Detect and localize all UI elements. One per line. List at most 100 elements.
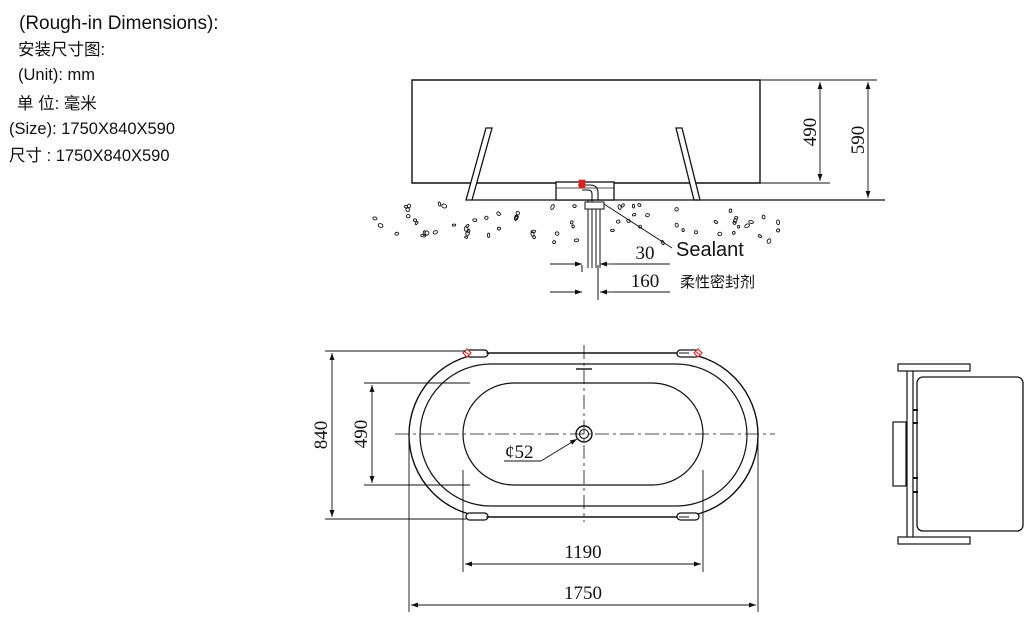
aggregate-pebble (728, 208, 733, 213)
drain-valve-marker (578, 179, 586, 189)
tub-leg-left (465, 127, 493, 201)
aggregate-pebble (451, 223, 457, 227)
elevation-dimensions (550, 79, 877, 295)
end-drain-box (892, 421, 907, 487)
plan-view (395, 345, 775, 522)
aggregate-pebble (515, 211, 520, 216)
dim-inner-height: 490 (800, 118, 821, 147)
aggregate-pebble (734, 216, 739, 220)
aggregate-pebble (737, 224, 741, 229)
aggregate-pebble (372, 216, 378, 221)
aggregate-pebble (776, 219, 781, 226)
aggregate-pebble (617, 204, 622, 210)
aggregate-pebble (693, 230, 699, 235)
aggregate-pebble (626, 218, 631, 223)
dim-drain-width: 160 (631, 271, 660, 292)
end-body (916, 376, 1024, 532)
drain-pipe (587, 200, 601, 268)
aggregate-pebble (550, 204, 555, 210)
aggregate-pebble (713, 219, 718, 225)
aggregate-pebble (496, 226, 502, 231)
aggregate-pebble (572, 204, 577, 208)
aggregate-pebble (660, 240, 665, 245)
aggregate-pebble (766, 238, 772, 244)
unit-cn: 单 位: 毫米 (17, 95, 97, 113)
aggregate-pebble (744, 223, 750, 229)
sealant-label-en: Sealant (676, 239, 744, 261)
aggregate-pebble (394, 231, 400, 236)
tub-inner-rim (419, 363, 748, 507)
aggregate-pebble (610, 228, 615, 232)
aggregate-pebble (621, 203, 625, 208)
title-cn: 安装尺寸图: (18, 41, 106, 59)
size-cn: 尺寸 : 1750X840X590 (9, 147, 170, 165)
drain-inner (578, 428, 590, 440)
unit-en: (Unit): mm (18, 66, 95, 84)
aggregate-pebble (681, 228, 685, 233)
aggregate-pebble (496, 211, 501, 216)
aggregate-pebble (748, 220, 754, 224)
dim-total-height: 590 (848, 126, 869, 155)
dim-outer-width: 840 (311, 421, 332, 450)
sealant-label-cn: 柔性密封剂 (680, 274, 755, 291)
dim-inner-length: 1190 (564, 542, 601, 563)
title-en: (Rough-in Dimensions): (19, 13, 219, 34)
aggregate-pebble (571, 224, 575, 229)
aggregate-pebble (552, 240, 556, 245)
aggregate-pebble (463, 226, 469, 232)
aggregate-pebble (484, 215, 489, 220)
aggregate-pebble (405, 214, 411, 219)
dim-outer-length: 1750 (564, 583, 602, 604)
aggregate-pebble (776, 228, 781, 233)
aggregate-pebble (432, 230, 438, 235)
aggregate-pebble (573, 238, 580, 243)
dim-inner-width: 490 (351, 420, 372, 449)
aggregate-pebble (412, 218, 418, 223)
aggregate-pebble (487, 232, 491, 238)
dim-drain-offset: 30 (636, 243, 655, 264)
drain-diameter: ¢52 (505, 442, 534, 463)
size-en: (Size): 1750X840X590 (9, 120, 176, 138)
side-elevation (411, 79, 885, 300)
aggregate-pebble (465, 231, 470, 236)
aggregate-pebble (414, 221, 419, 225)
leader-sealant (603, 203, 673, 249)
aggregate-pebble (532, 235, 536, 240)
tub-outer-rim (408, 352, 759, 518)
aggregate-pebble (674, 222, 679, 228)
aggregate-pebble (717, 231, 723, 237)
aggregate-pebble (513, 214, 519, 221)
aggregate-pebble (638, 224, 643, 229)
aggregate-pebble (757, 234, 762, 238)
aggregate-pebble (569, 220, 574, 225)
aggregate-pebble (441, 203, 448, 209)
aggregate-pebble (645, 213, 650, 218)
plan-leg-bl (465, 512, 489, 521)
aggregate-pebble (674, 207, 679, 212)
aggregate-pebble (464, 235, 469, 239)
end-top-leg (897, 363, 971, 372)
aggregate-pebble (554, 231, 560, 236)
aggregate-pebble (732, 231, 736, 235)
end-bottom-leg (897, 536, 971, 545)
drain-outer (575, 425, 593, 443)
aggregate-pebble (631, 213, 637, 217)
tub-body-side (411, 79, 761, 184)
aggregate-pebble (631, 203, 636, 209)
aggregate-pebble (405, 207, 410, 212)
aggregate-pebble (404, 204, 408, 209)
plan-dimensions (325, 350, 759, 612)
aggregate-pebble (615, 219, 621, 224)
aggregate-pebble (437, 201, 442, 207)
aggregate-pebble (472, 218, 478, 222)
aggregate-pebble (377, 223, 384, 228)
aggregate-pebble (424, 230, 430, 236)
floor-aggregate (372, 201, 781, 245)
drain-elbow (578, 184, 599, 200)
end-view (892, 363, 1024, 545)
aggregate-pebble (761, 214, 766, 220)
tub-leg-right (675, 127, 701, 201)
aggregate-pebble (637, 203, 642, 207)
